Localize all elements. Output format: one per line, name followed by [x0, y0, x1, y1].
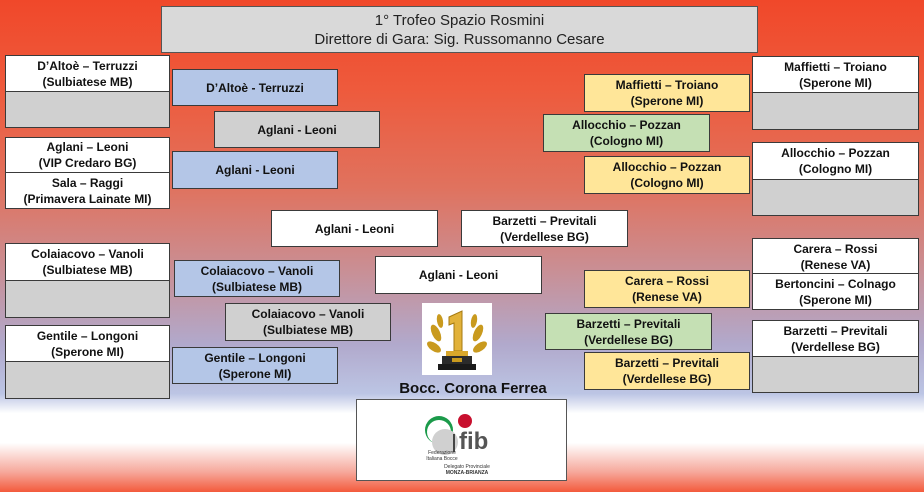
right-r1-empty-slot-1: [752, 92, 919, 130]
title-line-2: Direttore di Gara: Sig. Russomanno Cesar…: [314, 30, 605, 48]
fib-line-2: Italiana Bocce: [426, 456, 458, 462]
right-r1-team-2: Allocchio – Pozzan (Cologno MI): [752, 142, 919, 180]
team-club: (Verdellese BG): [500, 229, 589, 244]
left-r1-empty-slot-2: [5, 280, 170, 318]
fib-logo-icon: [425, 414, 472, 455]
team-club: (Sperone MI): [799, 292, 872, 307]
team-name: Bertoncini – Colnago: [775, 276, 896, 291]
fib-line-4: MONZA-BRIANZA: [445, 470, 489, 476]
right-r1-team-1: Maffietti – Troiano (Sperone MI): [752, 56, 919, 93]
right-r2-team-3: Carera – Rossi (Renese VA): [584, 270, 750, 308]
left-r3-team-2: Colaiacovo – Vanoli (Sulbiatese MB): [225, 303, 391, 341]
team-name: Allocchio – Pozzan: [781, 146, 890, 160]
team-club: (Sulbiatese MB): [42, 263, 133, 277]
club-name: Bocc. Corona Ferrea: [399, 380, 547, 397]
team-name: Aglani - Leoni: [314, 221, 395, 236]
left-r1-empty-slot-1: [5, 91, 170, 128]
team-club: (Renese VA): [632, 290, 702, 304]
tournament-title: 1° Trofeo Spazio Rosmini Direttore di Ga…: [161, 6, 758, 53]
team-club: (Primavera Lainate MI): [23, 191, 152, 206]
right-r1-empty-slot-3: [752, 356, 919, 393]
left-r3-team-1: Aglani - Leoni: [214, 111, 380, 148]
team-club: (Sperone MI): [51, 344, 124, 359]
team-name: Gentile – Longoni: [204, 350, 306, 365]
team-club: (Sperone MI): [630, 94, 704, 108]
team-club: (Verdellese BG): [622, 372, 712, 386]
team-club: (Verdellese BG): [791, 339, 880, 354]
team-name: Allocchio – Pozzan: [572, 118, 681, 132]
team-club: (Renese VA): [800, 257, 871, 272]
team-club: (Cologno MI): [589, 134, 664, 148]
team-name: Carera – Rossi: [624, 274, 710, 288]
left-r1-team-3: Sala – Raggi (Primavera Lainate MI): [5, 172, 170, 209]
left-r2-team-3: Colaiacovo – Vanoli (Sulbiatese MB): [174, 260, 340, 297]
right-r2-team-2: Allocchio – Pozzan (Cologno MI): [584, 156, 750, 194]
right-r1-team-5: Barzetti – Previtali (Verdellese BG): [752, 320, 919, 357]
title-line-1: 1° Trofeo Spazio Rosmini: [374, 11, 545, 29]
team-name: Aglani - Leoni: [215, 163, 295, 177]
fib-delegation-text: Delegato Provinciale MONZA-BRIANZA: [417, 464, 517, 476]
right-r3-team-1: Allocchio – Pozzan (Cologno MI): [543, 114, 710, 152]
team-club: (Sulbiatese MB): [262, 323, 353, 337]
team-name: D’Altoè - Terruzzi: [206, 80, 304, 95]
team-club: (Cologno MI): [630, 176, 704, 190]
team-name: Colaiacovo – Vanoli: [31, 247, 144, 261]
team-name: Aglani – Leoni: [46, 140, 129, 154]
team-club: (Sulbiatese MB): [42, 74, 133, 89]
team-name: Aglani - Leoni: [257, 122, 337, 137]
team-club: (Sulbiatese MB): [211, 279, 302, 294]
right-r1-team-4: Bertoncini – Colnago (Sperone MI): [752, 273, 919, 310]
right-r3-team-2: Barzetti – Previtali (Verdellese BG): [545, 313, 712, 350]
fib-line-1: Federazione: [428, 450, 456, 456]
team-name: Aglani - Leoni: [418, 268, 499, 282]
team-name: Gentile – Longoni: [36, 328, 139, 343]
left-r1-team-5: Gentile – Longoni (Sperone MI): [5, 325, 170, 362]
fib-logo: fib Federazione Italiana Bocce Delegato …: [356, 399, 567, 481]
team-name: Colaiacovo – Vanoli: [200, 263, 314, 278]
team-club: (VIP Credaro BG): [38, 156, 137, 170]
team-name: Barzetti – Previtali: [492, 213, 597, 228]
left-r2-team-4: Gentile – Longoni (Sperone MI): [172, 347, 338, 384]
team-name: Barzetti – Previtali: [783, 323, 888, 338]
team-name: Colaiacovo – Vanoli: [251, 307, 365, 321]
right-r2-team-4: Barzetti – Previtali (Verdellese BG): [584, 352, 750, 390]
team-club: (Sperone MI): [799, 75, 872, 90]
left-r1-team-1: D’Altoè – Terruzzi (Sulbiatese MB): [5, 55, 170, 92]
team-name: Barzetti – Previtali: [614, 356, 720, 370]
left-r1-team-2: Aglani – Leoni (VIP Credaro BG): [5, 137, 170, 173]
fib-org-text: Federazione Italiana Bocce: [417, 450, 467, 462]
team-name: D’Altoè – Terruzzi: [37, 58, 138, 73]
team-club: (Verdellese BG): [584, 332, 673, 347]
left-r1-empty-slot-3: [5, 361, 170, 399]
final-winner: Aglani - Leoni: [375, 256, 542, 294]
left-r1-team-4: Colaiacovo – Vanoli (Sulbiatese MB): [5, 243, 170, 281]
left-semifinal-team: Aglani - Leoni: [271, 210, 438, 247]
team-name: Barzetti – Previtali: [576, 316, 681, 331]
team-club: (Cologno MI): [798, 162, 873, 176]
team-name: Sala – Raggi: [51, 175, 124, 190]
fib-line-3: Delegato Provinciale: [444, 464, 490, 470]
right-r1-team-3: Carera – Rossi (Renese VA): [752, 238, 919, 275]
team-name: Maffietti – Troiano: [784, 59, 887, 74]
right-semifinal-team: Barzetti – Previtali (Verdellese BG): [461, 210, 628, 247]
team-name: Carera – Rossi: [793, 241, 878, 256]
trophy-icon: [422, 303, 492, 375]
left-r2-team-1: D’Altoè - Terruzzi: [172, 69, 338, 106]
right-r2-team-1: Maffietti – Troiano (Sperone MI): [584, 74, 750, 112]
team-name: Maffietti – Troiano: [615, 78, 719, 92]
fib-brand-text: fib: [459, 428, 489, 455]
left-r2-team-2: Aglani - Leoni: [172, 151, 338, 189]
right-r1-empty-slot-2: [752, 179, 919, 216]
team-club: (Sperone MI): [218, 366, 292, 381]
team-name: Allocchio – Pozzan: [612, 160, 722, 174]
